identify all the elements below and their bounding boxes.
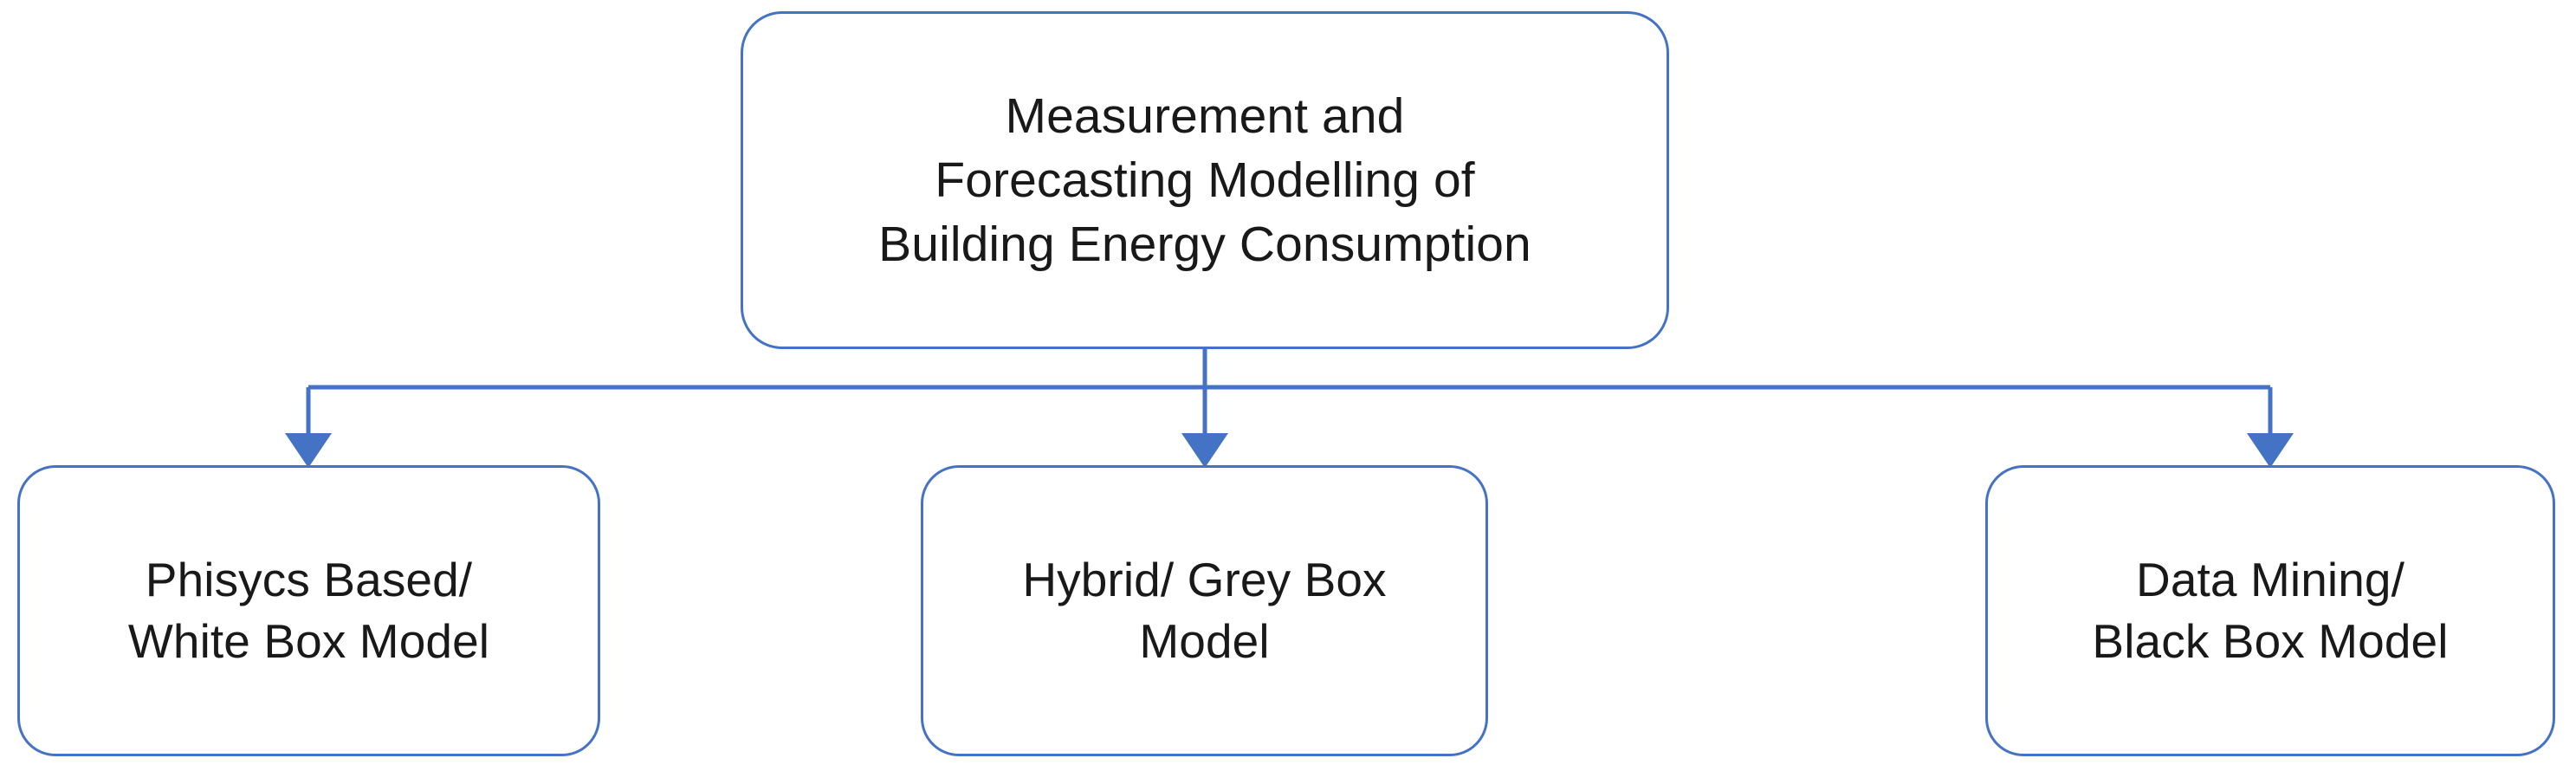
node-white-box-label: Phisycs Based/ White Box Model bbox=[127, 552, 490, 669]
node-physics-based-white-box-model[interactable]: Phisycs Based/ White Box Model bbox=[17, 465, 600, 756]
connector-root-to-black-box bbox=[2247, 387, 2294, 468]
arrowhead-icon bbox=[285, 433, 332, 468]
node-root-label: Measurement and Forecasting Modelling of… bbox=[878, 87, 1531, 273]
node-black-box-label: Data Mining/ Black Box Model bbox=[2092, 552, 2449, 669]
node-hybrid-grey-box-model[interactable]: Hybrid/ Grey Box Model bbox=[921, 465, 1488, 756]
arrowhead-icon bbox=[1181, 433, 1228, 468]
node-data-mining-black-box-model[interactable]: Data Mining/ Black Box Model bbox=[1985, 465, 2555, 756]
node-root-measurement-forecasting-modelling[interactable]: Measurement and Forecasting Modelling of… bbox=[741, 11, 1669, 349]
connector-root-to-grey-box bbox=[1181, 387, 1228, 468]
arrowhead-icon bbox=[2247, 433, 2294, 468]
node-grey-box-label: Hybrid/ Grey Box Model bbox=[1022, 552, 1387, 669]
connector-root-to-white-box bbox=[285, 387, 332, 468]
